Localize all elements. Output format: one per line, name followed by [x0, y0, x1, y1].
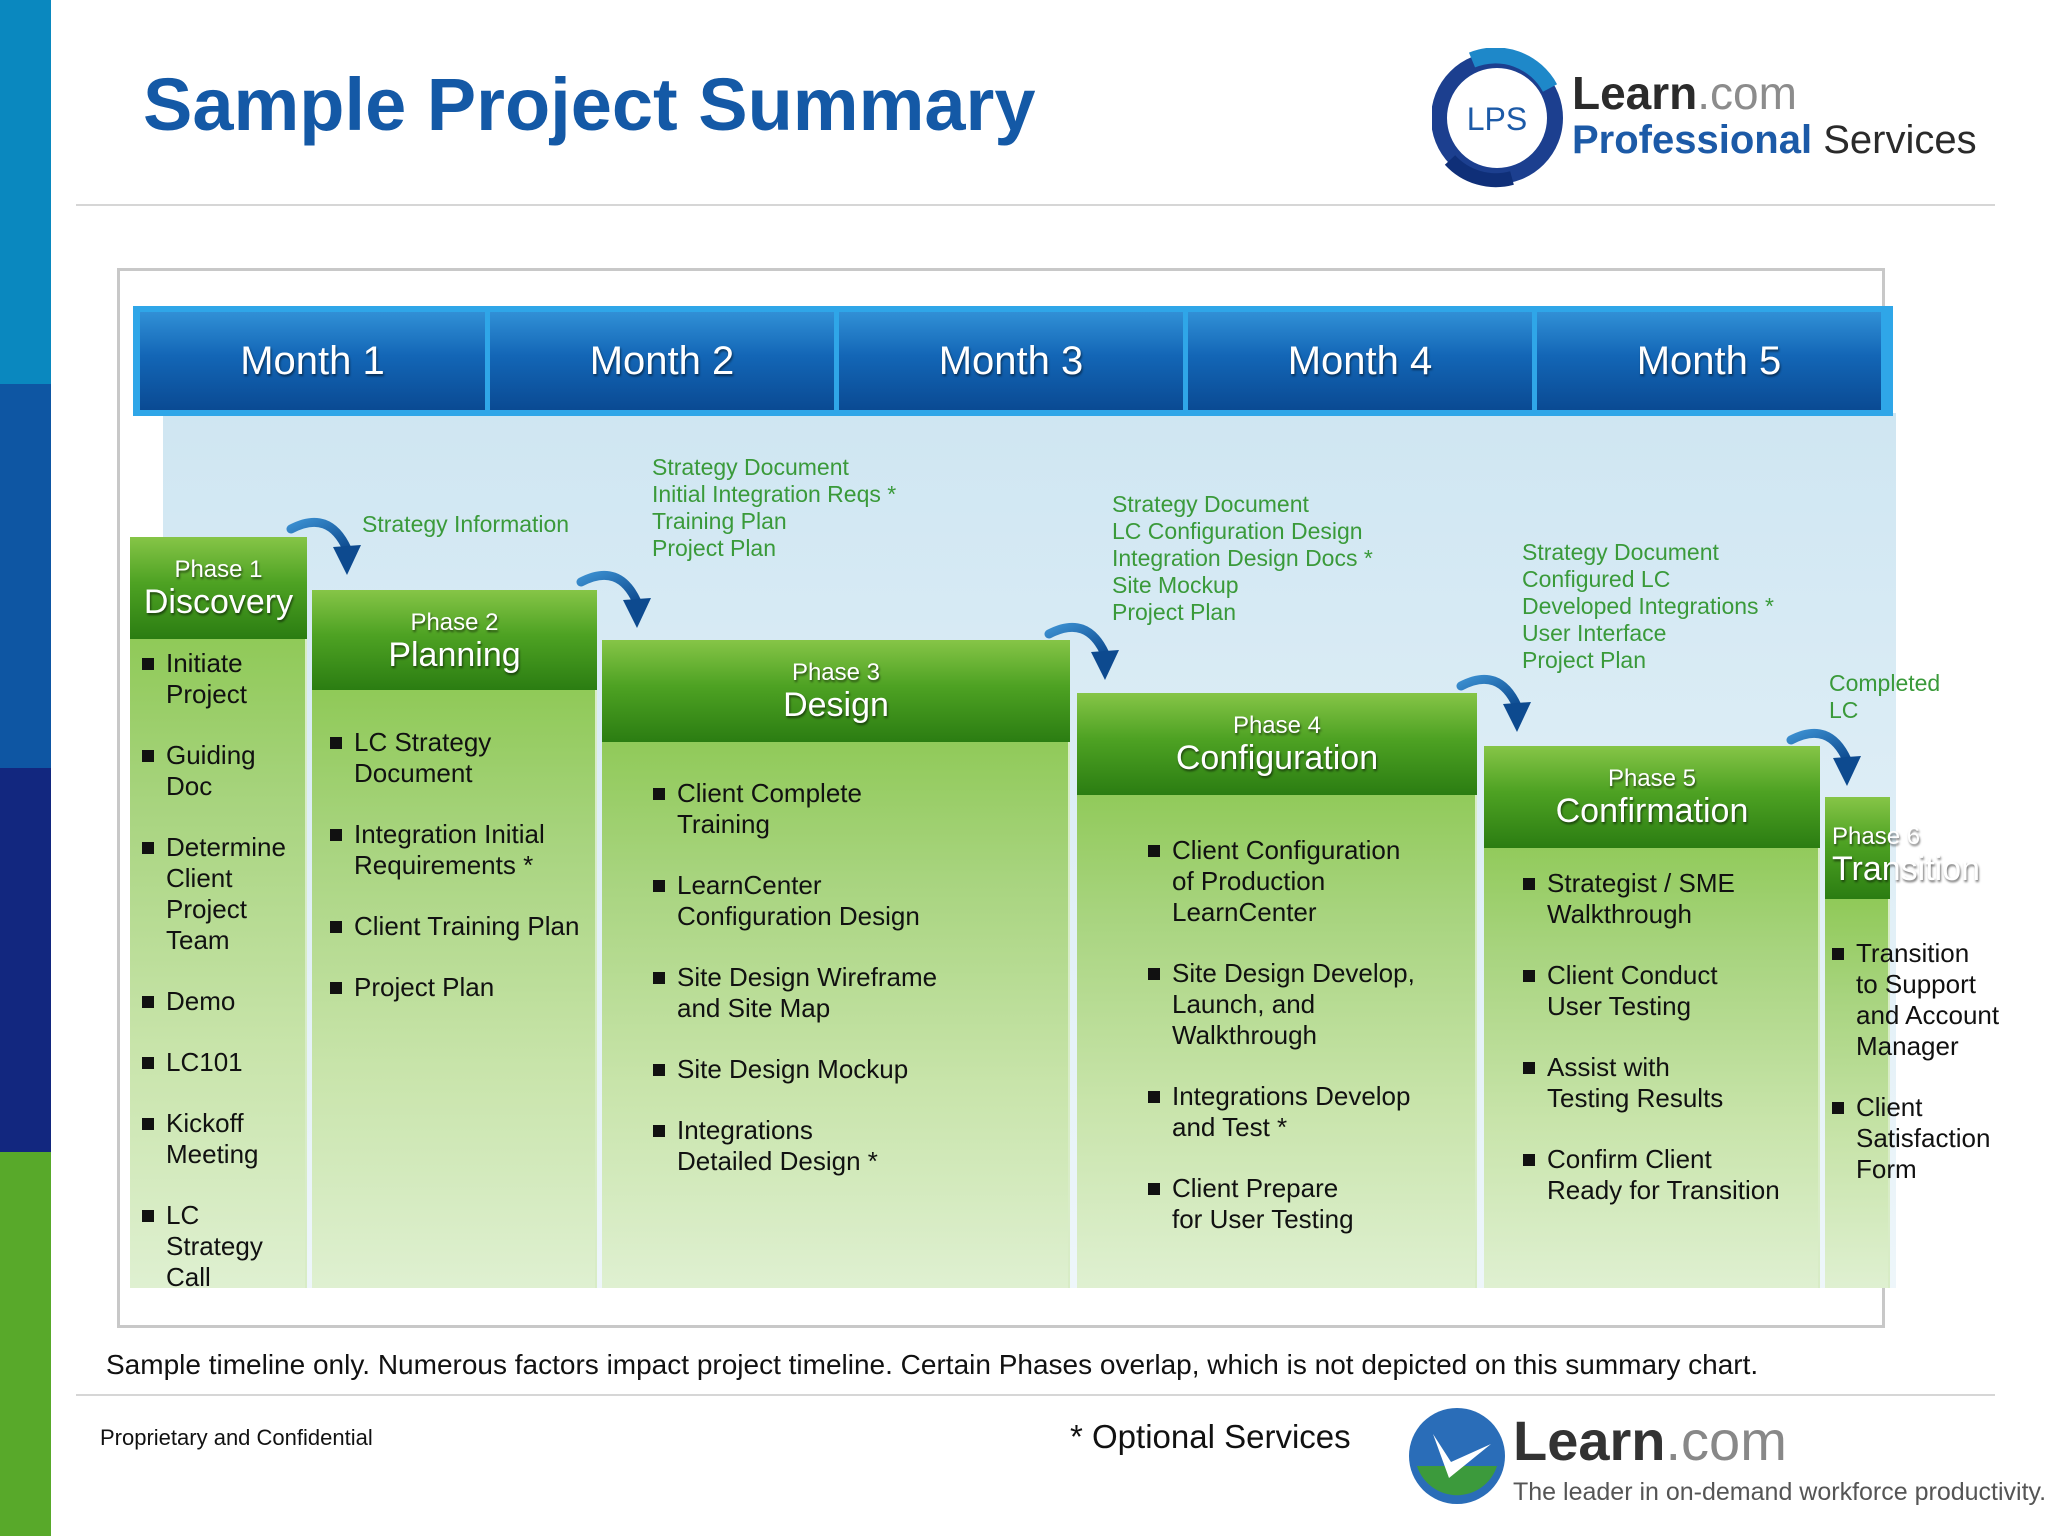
logo-line1: Learn.com [1572, 67, 1797, 119]
lps-logo: LPS Learn.com Professional Services [1432, 48, 1977, 193]
learn-com-logo: Learn.com The leader in on-demand workfo… [1405, 1400, 2046, 1515]
curved-arrow-icon [1043, 610, 1133, 700]
month-5: Month 5 [1537, 312, 1881, 410]
phase-5-output: Completed LC [1829, 670, 1941, 723]
month-bar: Month 1 Month 2 Month 3 Month 4 Month 5 [133, 306, 1893, 416]
curved-arrow-icon [285, 505, 375, 595]
task-item: Site Design Mockup [653, 1054, 1063, 1085]
confidential-label: Proprietary and Confidential [100, 1425, 373, 1450]
month-3: Month 3 [839, 312, 1183, 410]
footer-divider [76, 1394, 1995, 1396]
task-item: Demo [142, 986, 307, 1017]
stripe-green [0, 1152, 51, 1536]
phase-6-column [1825, 875, 1890, 1288]
phase-1-column [130, 600, 307, 1288]
learn-com-wordmark: Learn.com [1513, 1409, 1787, 1472]
lps-logo-icon: LPS [1432, 48, 1563, 188]
task-item: Project Plan [330, 972, 595, 1003]
phase-4-column [1077, 757, 1477, 1288]
phase-3-column [602, 705, 1070, 1288]
curved-arrow-icon [1455, 662, 1545, 752]
task-item: LC101 [142, 1047, 307, 1078]
page-title: Sample Project Summary [143, 63, 1036, 146]
month-4: Month 4 [1188, 312, 1532, 410]
optional-services-note: * Optional Services [1070, 1418, 1351, 1455]
stripe-blue [0, 384, 51, 768]
task-item: Client Training Plan [330, 911, 595, 942]
stripe-navy [0, 768, 51, 1152]
logo-line2: Professional Services [1572, 118, 1977, 162]
header-divider [76, 204, 1995, 206]
svg-text:LPS: LPS [1467, 101, 1527, 137]
month-2: Month 2 [490, 312, 834, 410]
stripe-teal [0, 0, 51, 384]
phase-4-output: Strategy Document Configured LC Develope… [1522, 539, 1774, 673]
phase-5-column [1484, 810, 1820, 1288]
month-1: Month 1 [140, 312, 485, 410]
phase-2-output: Strategy Document Initial Integration Re… [652, 454, 897, 561]
phase-1-output: Strategy Information [362, 511, 570, 537]
curved-arrow-icon [575, 558, 665, 648]
timeline-note: Sample timeline only. Numerous factors i… [106, 1349, 1759, 1380]
curved-arrow-icon [1785, 716, 1875, 806]
learn-com-logo-icon [1409, 1408, 1505, 1504]
phase-2-column [312, 655, 597, 1288]
learn-com-tagline: The leader in on-demand workforce produc… [1513, 1478, 2047, 1506]
phase-3-output: Strategy Document LC Configuration Desig… [1112, 491, 1373, 625]
